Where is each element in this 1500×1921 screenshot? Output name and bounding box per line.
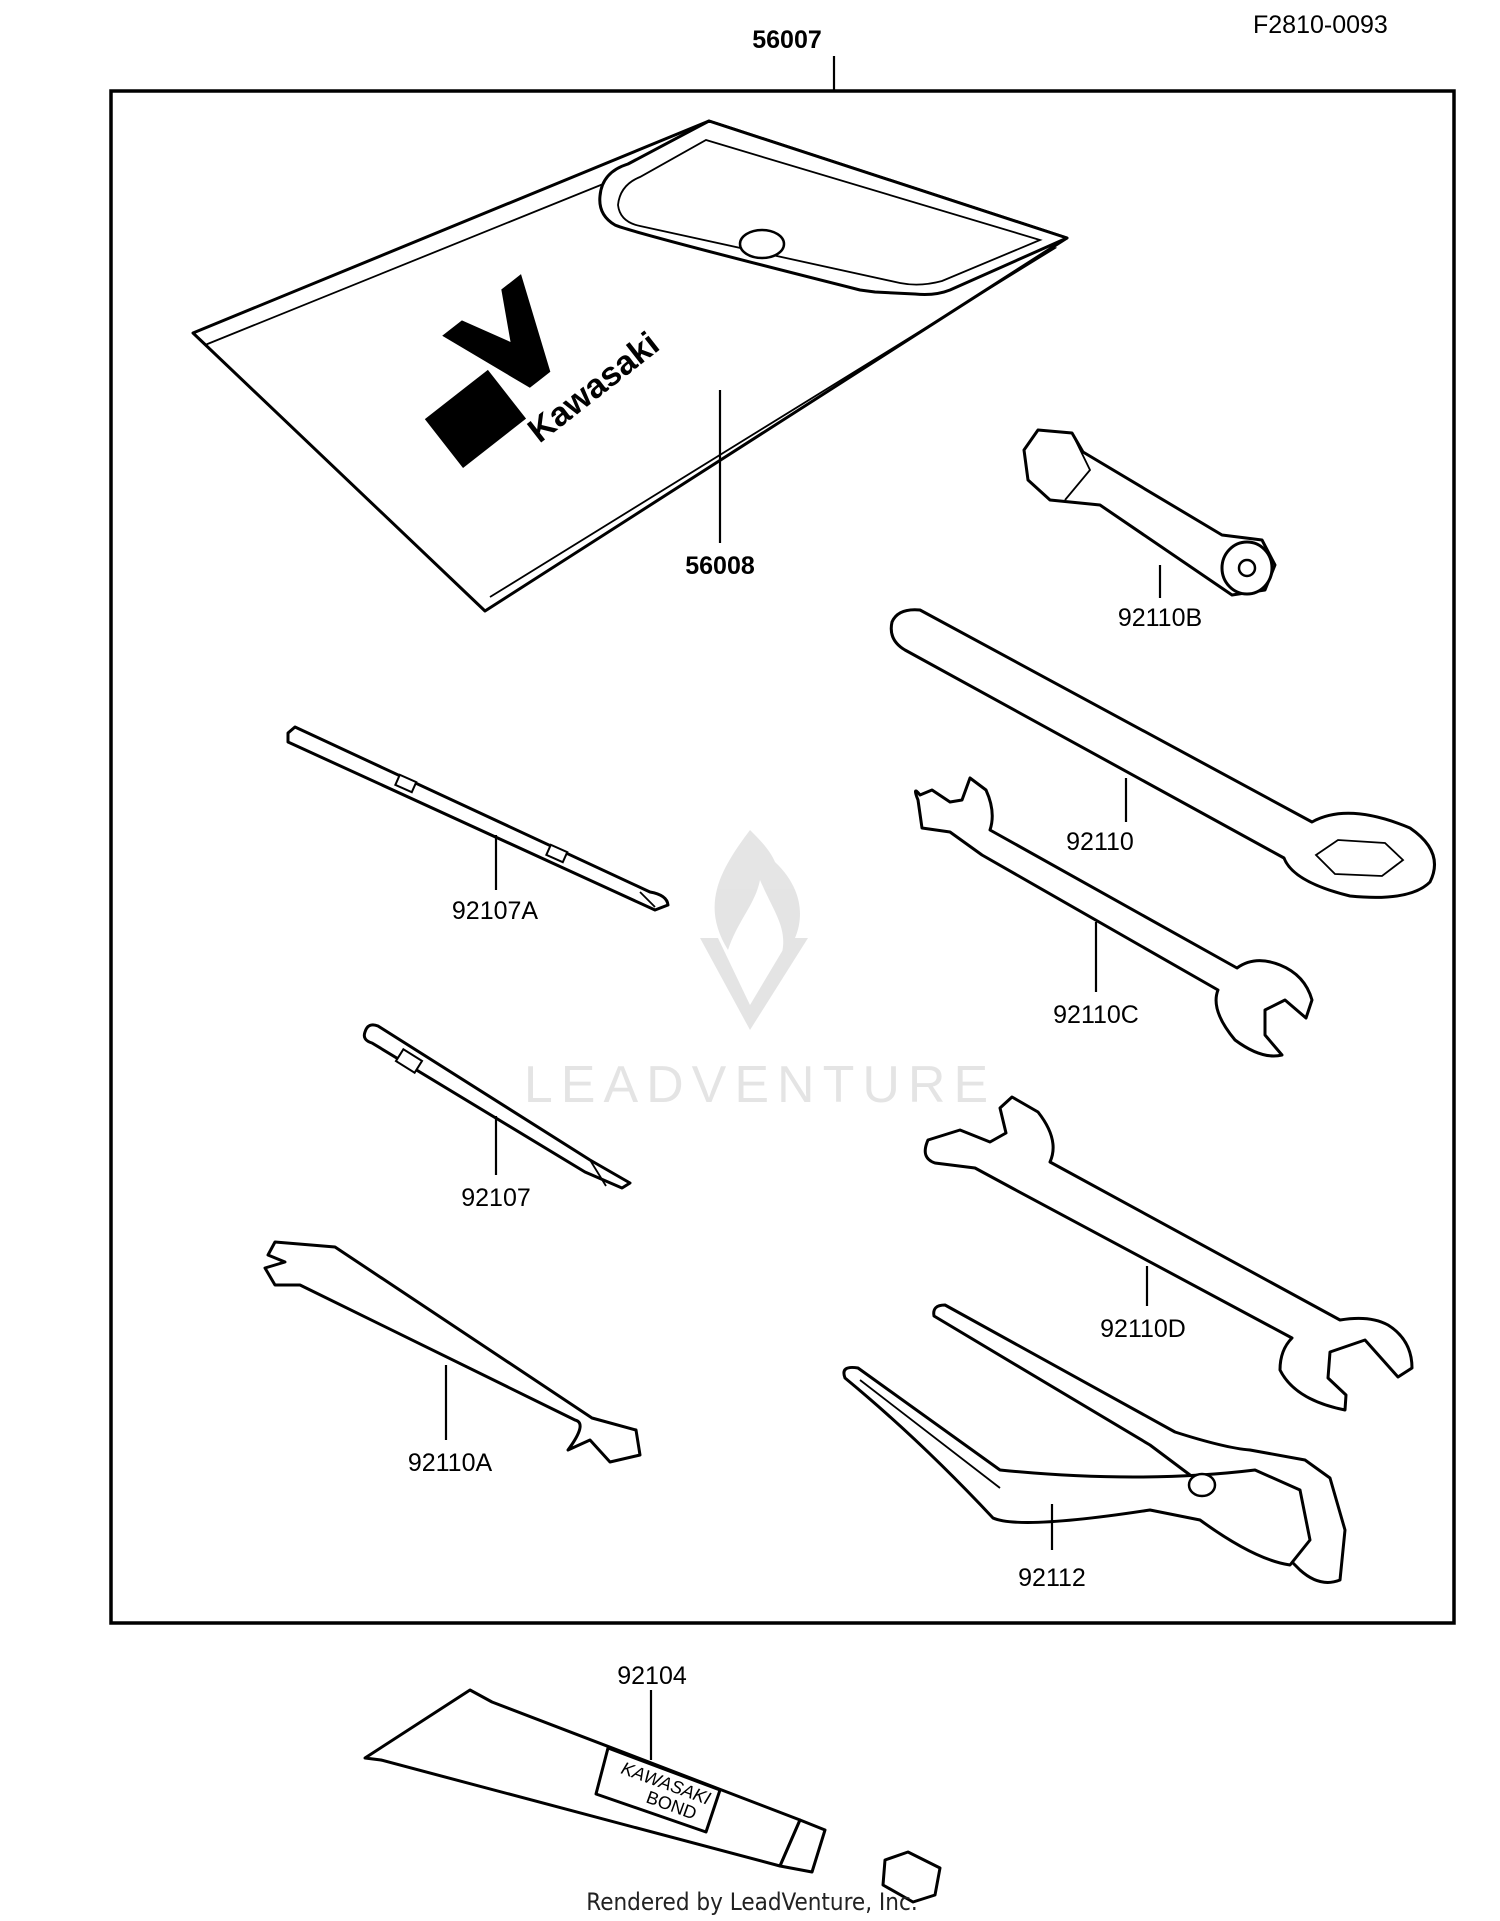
handle-rod-body: [286, 725, 670, 912]
handle-rod-tab-2: [545, 843, 569, 864]
part-label-92110B[interactable]: 92110B: [1118, 604, 1202, 632]
flat-spanner-92110A[interactable]: [263, 1240, 642, 1464]
part-label-92107[interactable]: 92107: [461, 1184, 531, 1212]
kit-label[interactable]: 56007: [752, 26, 822, 54]
tube-cap: [881, 1850, 942, 1904]
pliers-lower-handle: [842, 1366, 1312, 1567]
part-label-92107A[interactable]: 92107A: [452, 897, 539, 925]
box-wrench-body: [889, 608, 1436, 899]
part-label-92110A[interactable]: 92110A: [408, 1449, 493, 1477]
part-label-92110C[interactable]: 92110C: [1053, 1001, 1139, 1029]
tube-label-band: [594, 1746, 722, 1834]
watermark-text: LEADVENTURE: [524, 1056, 996, 1114]
wrench-c-body: [913, 776, 1314, 1058]
kit-frame: [109, 89, 1456, 1625]
plug-wrench-hole: [1237, 558, 1257, 578]
footer-credit: Rendered by LeadVenture, Inc.: [586, 1888, 917, 1916]
pliers-pivot-bolt: [1187, 1472, 1217, 1498]
pouch-flap-stitch: [617, 139, 1043, 286]
bit-shaft: [362, 1023, 632, 1190]
pliers-92112[interactable]: [842, 1303, 1347, 1584]
tube-body: [363, 1688, 802, 1868]
part-label-92110D[interactable]: 92110D: [1100, 1315, 1186, 1343]
kawasaki-bond-tube-92104[interactable]: KAWASAKI BOND: [363, 1688, 942, 1904]
open-end-wrench-92110C[interactable]: [913, 776, 1314, 1058]
box-wrench-92110[interactable]: [889, 608, 1436, 899]
open-end-wrench-92110D[interactable]: [923, 1095, 1414, 1412]
wrench-d-body: [923, 1095, 1414, 1412]
figure-code: F2810-0093: [1253, 11, 1388, 39]
leadventure-watermark: LEADVENTURE: [524, 830, 996, 1114]
plug-wrench-hex-edge: [1064, 432, 1092, 501]
pouch-flap: [598, 119, 1069, 296]
handle-rod-tip: [639, 891, 656, 908]
pouch-snap-button[interactable]: [738, 228, 786, 260]
box-wrench-hex-opening: [1314, 839, 1405, 877]
screwdriver-handle-92107A[interactable]: [286, 725, 670, 912]
bit-tab: [394, 1047, 424, 1075]
handle-rod-tab-1: [394, 773, 418, 794]
part-label-92110[interactable]: 92110: [1066, 828, 1134, 856]
plug-wrench-92110B[interactable]: [1022, 428, 1277, 597]
part-label-56008[interactable]: 56008: [685, 552, 755, 580]
bit-tip-edge: [589, 1159, 607, 1187]
tool-pouch-56008[interactable]: Kawasaki: [191, 119, 1069, 613]
part-label-92104[interactable]: 92104: [617, 1662, 687, 1690]
screwdriver-bit-92107[interactable]: [362, 1023, 632, 1190]
tube-nozzle: [778, 1818, 827, 1874]
pliers-grip-line: [859, 1379, 1001, 1489]
spanner-body: [263, 1240, 642, 1464]
part-label-92112[interactable]: 92112: [1018, 1564, 1086, 1592]
